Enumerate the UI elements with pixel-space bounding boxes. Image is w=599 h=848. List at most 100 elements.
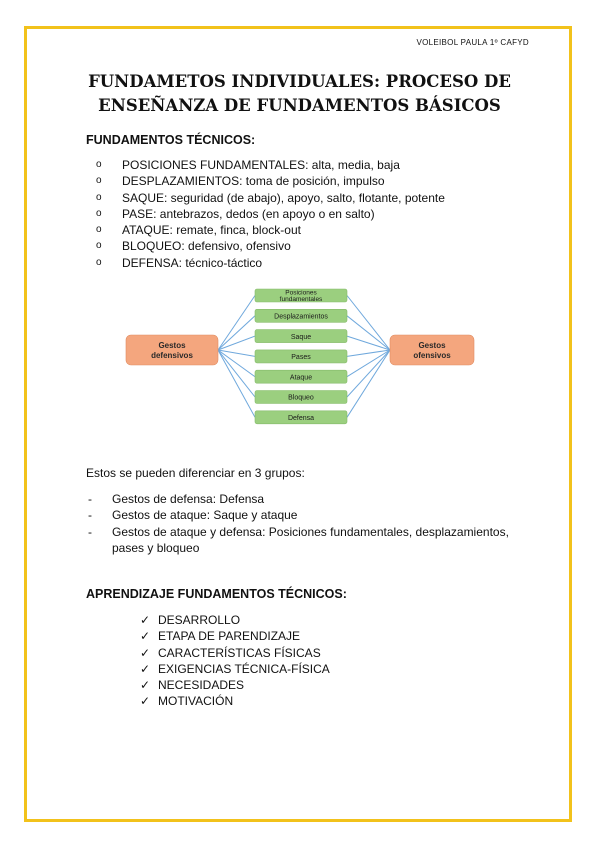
list-item-text: DESARROLLO (158, 613, 241, 627)
diagram-node-box (125, 334, 219, 366)
connector-right (346, 315, 391, 351)
diagram-connectors (217, 295, 391, 418)
list-item-text: Gestos de defensa: Defensa (112, 492, 265, 506)
list-item: - Gestos de ataque y defensa: Posiciones … (88, 524, 509, 540)
diagram-node-label: Desplazamientos (274, 314, 328, 321)
bullet-marker: o (96, 207, 102, 219)
list-item: ✓ NECESIDADES (140, 677, 330, 693)
connector-left (217, 349, 256, 398)
page-title-line: ENSEÑANZA DE FUNDAMENTOS BÁSICOS (98, 96, 501, 115)
list-item: - Gestos de ataque: Saque y ataque (88, 507, 509, 523)
section-heading-aprendizaje: APRENDIZAJE FUNDAMENTOS TÉCNICOS: (86, 587, 347, 601)
connector-right (346, 349, 391, 398)
diagram-node-box (254, 410, 348, 425)
page-title-line: FUNDAMETOS INDIVIDUALES: PROCESO DE (88, 72, 511, 91)
list-item: ✓MOTIVACIÓN (140, 693, 330, 709)
list-item: o DEFENSA: técnico-táctico (96, 255, 445, 271)
connector-left (217, 335, 256, 351)
list-item-text: EXIGENCIAS TÉCNICA-FÍSICA (158, 661, 330, 676)
list-item: o ATAQUE: remate, finca, block-out (96, 222, 445, 238)
list-item-text: NECESIDADES (158, 678, 245, 693)
diagram-node: Defensa (254, 410, 348, 425)
fundamentos-list: o POSICIONES FUNDAMENTALES: alta, media, … (96, 157, 445, 271)
aprendizaje-list: ✓DESARROLLO ✓ETAPA DE PARENDIZAJE ✓CARAC… (140, 612, 330, 710)
check-icon: ✓ (140, 661, 151, 676)
bullet-marker: - (88, 492, 92, 506)
bullet-marker: o (96, 175, 102, 187)
connector-right (346, 349, 391, 378)
diagram-node-label: ofensivos (413, 351, 451, 360)
diagram-node-label: defensivos (151, 351, 193, 360)
list-item-text: DEFENSA: técnico-táctico (122, 255, 263, 270)
diagram-node: Bloqueo (254, 390, 348, 404)
diagram-node-label: Bloqueo (288, 395, 314, 402)
bullet-marker: - (88, 508, 92, 523)
bullet-marker: o (96, 159, 102, 170)
list-item: ✓ EXIGENCIAS TÉCNICA-FÍSICA (140, 661, 330, 677)
groups-intro: Estos se pueden diferenciar en 3 grupos: (86, 466, 305, 480)
connector-right (346, 295, 391, 351)
connector-left (217, 349, 256, 378)
diagram-node-box (254, 390, 348, 404)
list-item-text: DESPLAZAMIENTOS: toma de posición, impul… (122, 174, 385, 189)
diagram-node-box (254, 288, 348, 303)
connector-left (217, 349, 256, 357)
bullet-marker: o (96, 240, 102, 252)
list-item-text: Gestos de ataque: Saque y ataque (112, 508, 298, 523)
diagram-node-label: Gestos (158, 341, 186, 350)
list-item-text: pases y bloqueo (112, 540, 200, 555)
list-item-text: ETAPA DE PARENDIZAJE (158, 629, 301, 644)
diagram-node-box (254, 369, 348, 384)
diagram-boxes: PosicionesfundamentalesDesplazamientosSa… (125, 288, 475, 425)
list-item-text: POSICIONES FUNDAMENTALES: alta, media, b… (122, 158, 400, 172)
diagram-node-label: Defensa (288, 415, 314, 422)
connector-right (346, 349, 391, 357)
list-item-text: BLOQUEO: defensivo, ofensivo (122, 239, 291, 254)
list-item: ✓ ETAPA DE PARENDIZAJE (140, 628, 330, 644)
check-icon: ✓ (140, 629, 151, 644)
page-border (24, 26, 572, 822)
list-item: - Gestos de defensa: Defensa (88, 491, 509, 507)
groups-list: - Gestos de defensa: Defensa - Gestos de a… (88, 491, 509, 556)
bullet-marker: o (96, 256, 102, 268)
list-item: o POSICIONES FUNDAMENTALES: alta, media, … (96, 157, 445, 173)
connector-left (217, 295, 256, 351)
list-item: o DESPLAZAMIENTOS: toma de posición, impu… (96, 173, 445, 189)
connector-left (217, 349, 256, 418)
section-heading-fundamentos: FUNDAMENTOS TÉCNICOS: (86, 133, 256, 147)
diagram-node: Desplazamientos (254, 308, 348, 323)
list-item: o PASE: antebrazos, dedos (en apoyo o en … (96, 206, 445, 222)
diagram-node-label: Pases (291, 354, 311, 361)
fundamentos-diagram: PosicionesfundamentalesDesplazamientosSa… (125, 288, 475, 425)
list-item-text: ATAQUE: remate, finca, block-out (122, 223, 301, 238)
list-item: pases y bloqueo (112, 540, 509, 556)
diagram-node-box (254, 329, 348, 343)
bullet-marker: o (96, 224, 102, 236)
connector-right (346, 349, 391, 418)
connector-right (346, 335, 391, 351)
page-title: FUNDAMETOS INDIVIDUALES: PROCESO DE ENSE… (40, 70, 559, 118)
check-icon: ✓ (140, 694, 151, 709)
diagram-node-label: Ataque (290, 374, 312, 381)
list-item: ✓DESARROLLO (140, 612, 330, 628)
check-icon: ✓ (140, 645, 151, 660)
diagram-node: Ataque (254, 369, 348, 384)
list-item-text: Gestos de ataque y defensa: Posiciones f… (112, 524, 509, 539)
list-item-text: SAQUE: seguridad (de abajo), apoyo, salt… (122, 190, 445, 205)
diagram-node-box (254, 349, 348, 364)
list-item: o BLOQUEO: defensivo, ofensivo (96, 238, 445, 254)
page-header: VOLEIBOL PAULA 1º CAFYD (416, 38, 529, 47)
bullet-marker: - (88, 524, 92, 539)
diagram-node-label: Gestos (418, 341, 446, 350)
check-icon: ✓ (140, 678, 151, 693)
diagram-node: Saque (254, 329, 348, 343)
connector-left (217, 315, 256, 351)
list-item-text: PASE: antebrazos, dedos (en apoyo o en s… (122, 206, 375, 221)
diagram-node-box (254, 308, 348, 323)
list-item: ✓CARACTERÍSTICAS FÍSICAS (140, 645, 330, 661)
diagram-node: Pases (254, 349, 348, 364)
